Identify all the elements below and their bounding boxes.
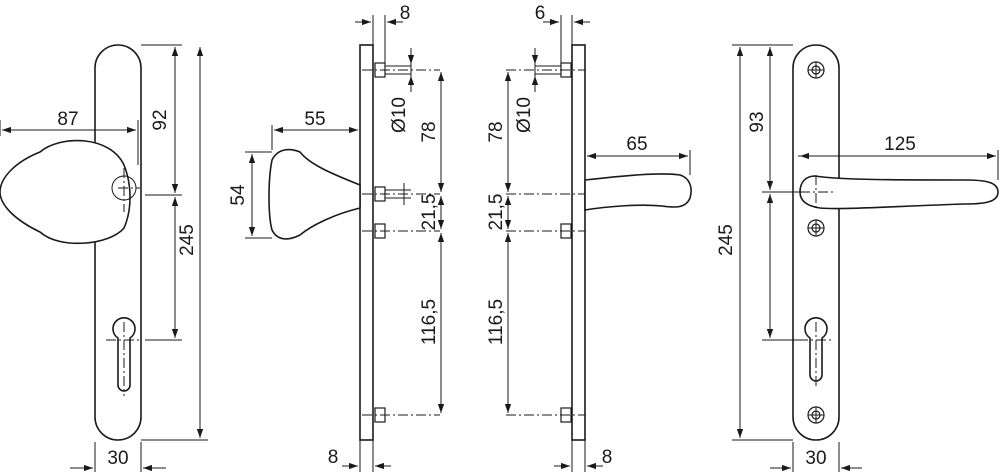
dim-dia-10-left: Ø10 (389, 97, 410, 133)
screw-head-bottom (807, 406, 825, 424)
dim-92: 92 (150, 109, 171, 130)
dim-dia-10-right: Ø10 (514, 97, 535, 133)
dim-8-top-left: 8 (400, 3, 411, 24)
lever-side-profile (584, 173, 692, 211)
dim-6-top: 6 (535, 3, 546, 24)
backplate-front-2 (792, 44, 840, 441)
dim-245-left: 245 (177, 224, 198, 256)
screw-head-mid (807, 219, 825, 237)
dim-30-right: 30 (805, 448, 826, 469)
view-lever-front: 245 93 125 30 (716, 44, 999, 472)
dim-30-left: 30 (107, 448, 128, 469)
backplate-side-2 (571, 44, 586, 441)
view-lever-side: 6 Ø10 78 21,5 116,5 65 8 (486, 3, 692, 472)
view-knob-front: 87 92 245 30 (0, 44, 208, 472)
dim-8-bottom-left: 8 (328, 447, 339, 468)
dim-116-5-left: 116,5 (419, 299, 440, 345)
dim-54: 54 (228, 184, 249, 206)
dim-78-right: 78 (486, 121, 507, 142)
backplate-side (359, 44, 374, 441)
knob-outline (0, 139, 131, 245)
knob-side-profile (268, 148, 361, 240)
dim-93: 93 (747, 111, 768, 132)
dim-87: 87 (57, 109, 78, 130)
dim-21-5-left: 21,5 (419, 194, 440, 231)
dim-65: 65 (626, 134, 647, 155)
dim-21-5-right: 21,5 (486, 194, 507, 231)
screw-head-top (807, 61, 825, 79)
dim-116-5-right: 116,5 (486, 299, 507, 345)
view-knob-side: 55 54 8 Ø10 78 21,5 116,5 8 (228, 3, 445, 472)
dim-55: 55 (304, 109, 325, 130)
lever-front-profile (799, 175, 999, 210)
dim-125: 125 (884, 134, 916, 155)
dim-245-right: 245 (716, 224, 737, 256)
dim-8-bottom-right: 8 (602, 447, 613, 468)
dim-78-left: 78 (419, 121, 440, 142)
